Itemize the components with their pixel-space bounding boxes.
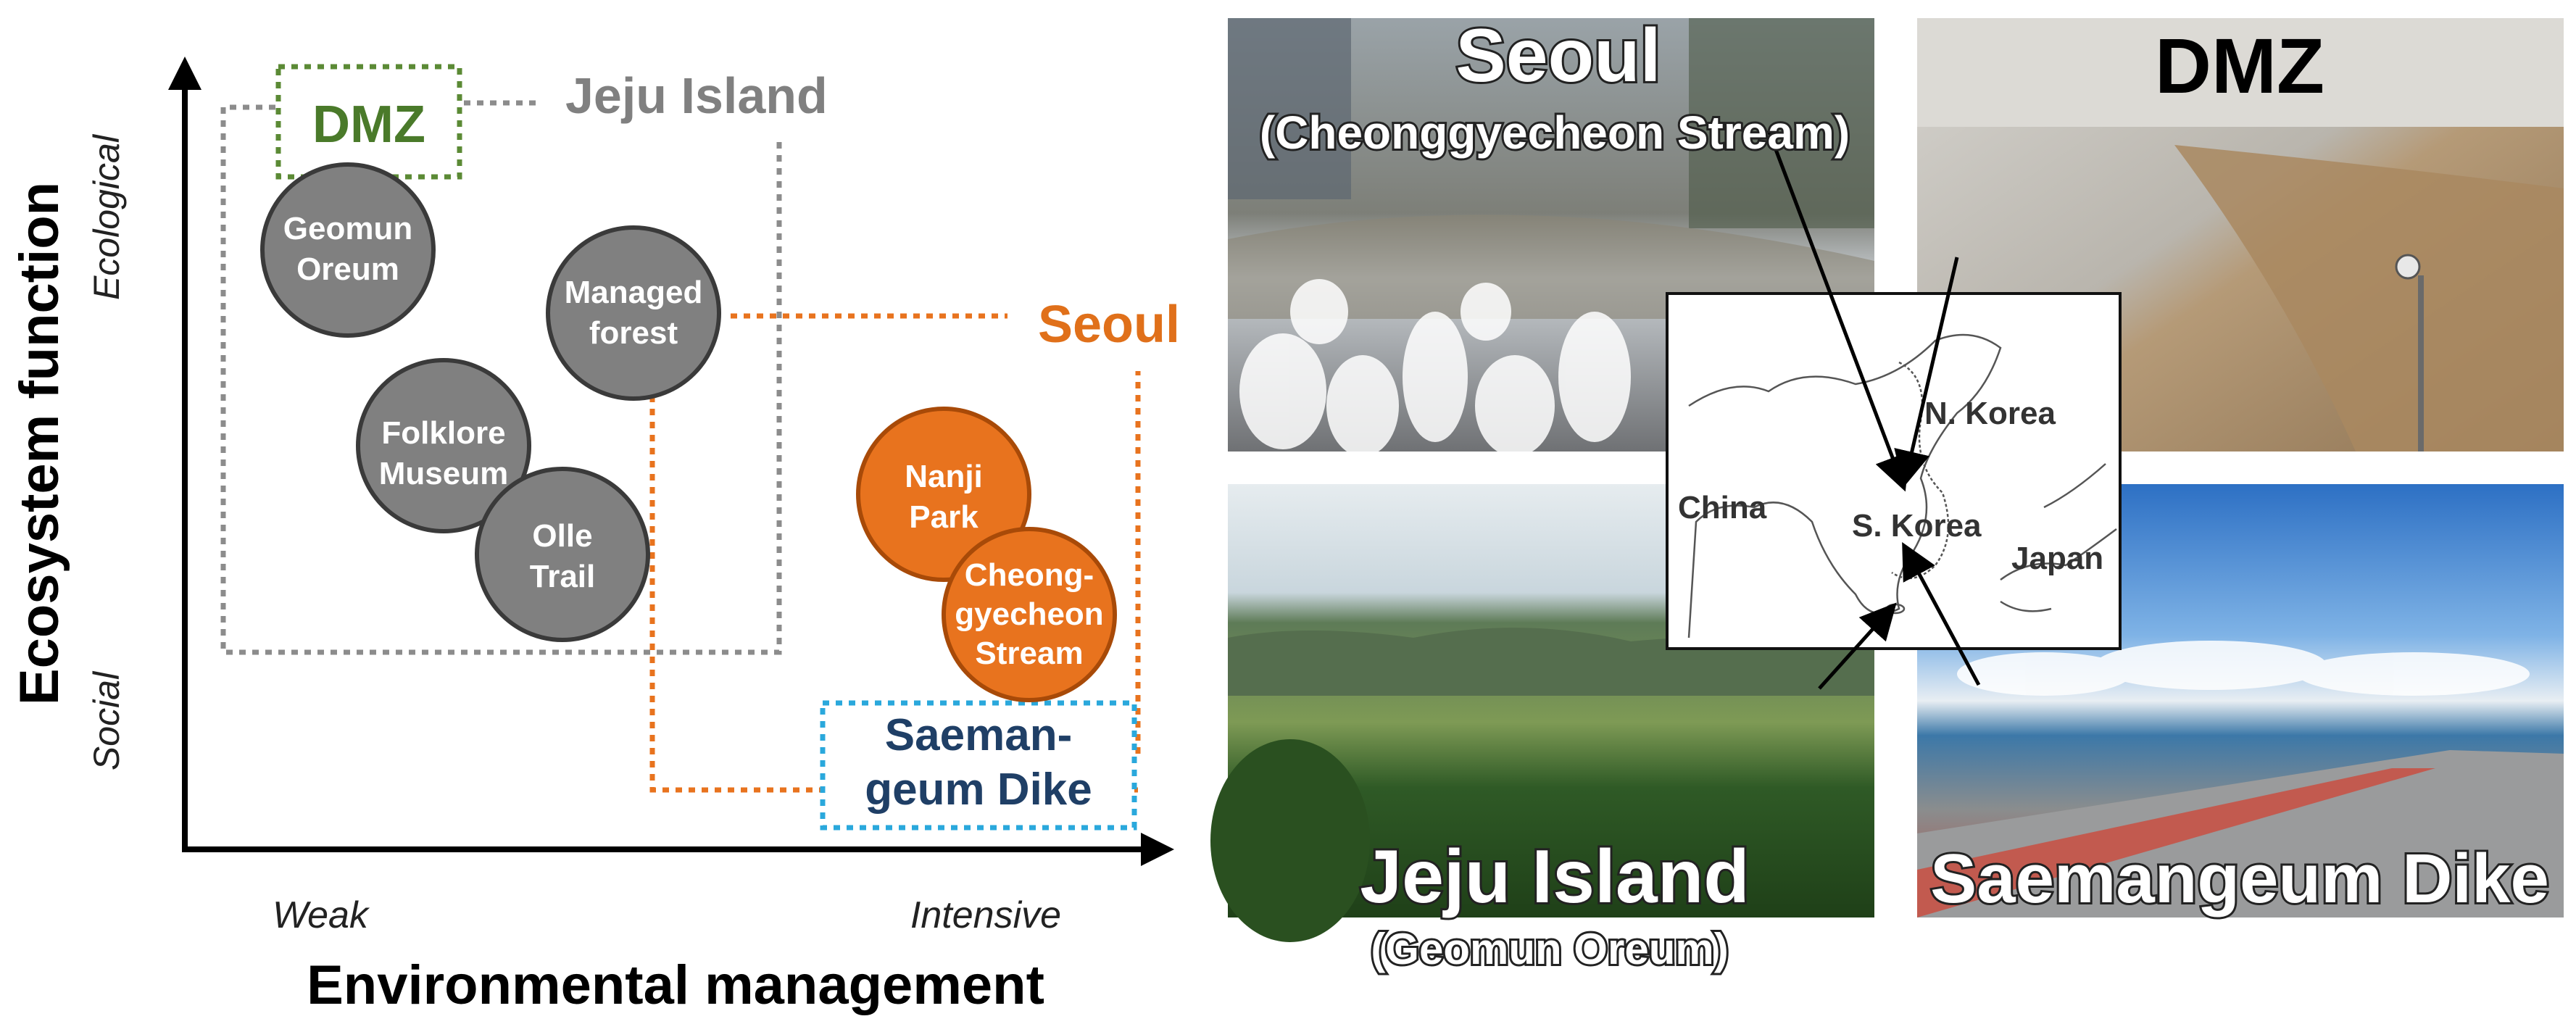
svg-text:Nanji: Nanji — [905, 459, 983, 494]
jeju-photo-subtitle: (Geomun Oreum) — [1371, 925, 1728, 973]
map-label-japan: Japan — [2011, 541, 2103, 576]
map-label-south-korea: S. Korea — [1852, 508, 1982, 544]
map-label-china: China — [1678, 490, 1767, 525]
svg-text:Trail: Trail — [530, 559, 596, 594]
x-axis-title: Environmental management — [307, 954, 1044, 1016]
svg-text:Stream: Stream — [975, 636, 1083, 671]
x-axis-right-label: Intensive — [910, 894, 1061, 936]
site-cheonggyecheon-stream: Cheong- gyecheon Stream — [942, 527, 1117, 702]
photo-panel: China N. Korea S. Korea Japan Seoul (Che… — [1210, 12, 2564, 975]
y-axis-top-label: Ecological — [86, 133, 127, 300]
y-axis-title: Ecosystem function — [9, 182, 70, 705]
site-olle-trail: Olle Trail — [475, 467, 650, 642]
dmz-group-box — [275, 64, 462, 180]
seoul-photo-subtitle: (Cheonggyecheon Stream) — [1260, 107, 1850, 159]
svg-text:Managed: Managed — [565, 275, 703, 310]
saemangeum-photo-title: Saemangeum Dike — [1930, 840, 2549, 917]
saemangeum-group-label-2: geum Dike — [865, 765, 1092, 815]
svg-text:Folklore: Folklore — [381, 415, 505, 451]
map-inset: China N. Korea S. Korea Japan — [1666, 292, 2122, 650]
jeju-photo-title: Jeju Island — [1360, 835, 1750, 919]
x-axis-arrow — [1141, 833, 1174, 866]
x-axis-left-label: Weak — [273, 894, 370, 936]
jeju-group-label: Jeju Island — [565, 67, 828, 124]
svg-text:Cheong-: Cheong- — [965, 557, 1094, 593]
photo-seoul — [1228, 18, 1874, 457]
jeju-group-box — [220, 104, 782, 655]
svg-text:Museum: Museum — [379, 456, 508, 491]
svg-text:Park: Park — [909, 499, 979, 535]
svg-text:Olle: Olle — [532, 518, 592, 554]
seoul-photo-title: Seoul — [1455, 14, 1661, 98]
saemangeum-group-label-1: Saeman- — [885, 710, 1072, 760]
svg-text:gyecheon: gyecheon — [955, 596, 1103, 632]
svg-text:Geomun: Geomun — [283, 211, 412, 246]
svg-text:Oreum: Oreum — [296, 251, 399, 287]
dmz-group-label: DMZ — [312, 96, 425, 154]
saemangeum-group-box — [820, 700, 1137, 831]
site-nanji-park: Nanji Park — [856, 407, 1031, 582]
svg-text:forest: forest — [589, 315, 678, 351]
diagram-panel: Ecosystem function Ecological Social Wea… — [9, 57, 1180, 1016]
y-axis-arrow — [168, 57, 201, 90]
seoul-group-label: Seoul — [1038, 296, 1180, 354]
y-axis-bottom-label: Social — [86, 670, 127, 770]
map-label-north-korea: N. Korea — [1924, 396, 2056, 431]
dmz-photo-title: DMZ — [2155, 22, 2324, 109]
location-arrows — [1766, 130, 1981, 690]
site-geomun-oreum: Geomun Oreum — [260, 162, 436, 338]
site-folklore-museum: Folklore Museum — [356, 358, 531, 533]
site-managed-forest: Managed forest — [546, 225, 721, 401]
